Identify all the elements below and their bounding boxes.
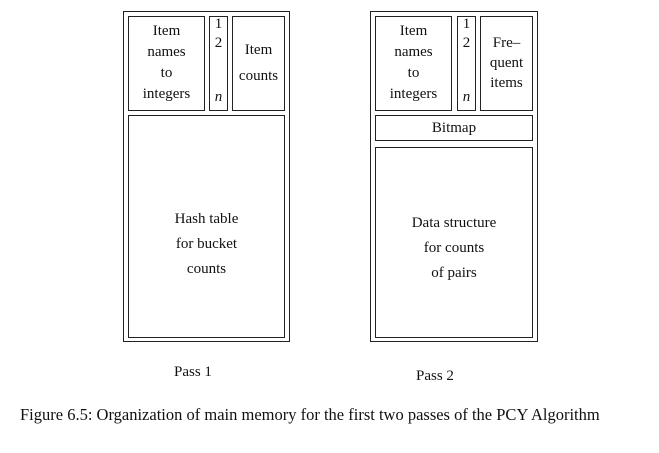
pass2-item-names-box: Item names to integers — [375, 16, 452, 111]
pass2-bitmap-box: Bitmap — [375, 115, 533, 141]
pass2-data-structure-box: Data structure for counts of pairs — [375, 147, 533, 338]
pass1-hash-table-text: Hash table for bucket counts — [174, 211, 239, 277]
pass1-item-names-box: Item names to integers — [128, 16, 205, 111]
pass2-frequent-items-box: Fre– quent items — [480, 16, 533, 111]
pass2-frequent-items-text: Fre– quent items — [489, 35, 524, 91]
pass1-memory: Item names to integers 1 2 n Item counts… — [123, 11, 290, 342]
pass2-index-n: n — [462, 89, 471, 105]
pass2-bitmap-text: Bitmap — [431, 120, 477, 136]
pass1-item-names-text: Item names to integers — [142, 23, 191, 102]
pass1-item-counts-text: Item counts — [238, 42, 279, 84]
figure-caption: Figure 6.5: Organization of main memory … — [20, 405, 600, 424]
pass1-index-top: 1 2 — [214, 16, 223, 51]
pass1-hash-table-box: Hash table for bucket counts — [128, 115, 285, 338]
pass2-index-top: 1 2 — [462, 16, 471, 51]
pass2-label: Pass 2 — [416, 368, 454, 384]
pass2-item-names-text: Item names to integers — [389, 23, 438, 102]
pass2-data-structure-text: Data structure for counts of pairs — [411, 215, 497, 281]
pass1-index-column: 1 2 n — [209, 16, 228, 111]
pass1-label: Pass 1 — [174, 364, 212, 380]
pass1-item-counts-box: Item counts — [232, 16, 285, 111]
pass2-index-column: 1 2 n — [457, 16, 476, 111]
pass1-index-n: n — [214, 89, 223, 105]
pass2-memory: Item names to integers 1 2 n Fre– quent … — [370, 11, 538, 342]
